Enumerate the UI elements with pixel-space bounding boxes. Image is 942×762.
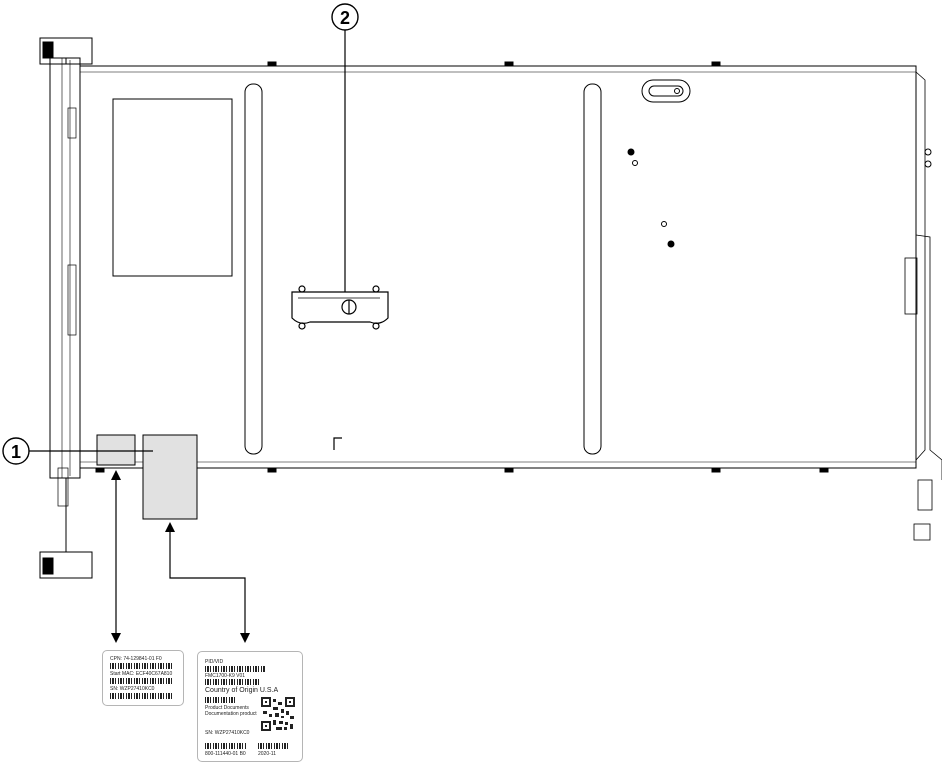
chassis — [39, 37, 942, 579]
pid-vid-text: PID/VID — [205, 659, 224, 665]
label-area-large — [142, 434, 198, 520]
arrowhead-up-large — [165, 522, 175, 532]
qr-code-icon — [261, 697, 295, 731]
cover-handle — [641, 79, 691, 103]
model-text: FMC1700-K9 V01 — [205, 673, 246, 679]
product-label: PID/VID FMC1700-K9 V01 Country of Origin… — [197, 651, 303, 762]
barcode — [205, 666, 265, 672]
front-bezel — [49, 57, 81, 479]
cover-latch-lock — [291, 285, 389, 330]
mac-address-label: CPN: 74-129841-01 F0 Start MAC: ECF40C67… — [102, 650, 184, 706]
country-of-origin-text: Country of Origin U.S.A — [205, 687, 279, 694]
arrowhead-down-large — [240, 633, 250, 643]
serial-number-text: SN: WZP27410KC0 — [205, 730, 250, 736]
mac-text: Start MAC: ECF40C67A810 — [110, 671, 173, 677]
date-text: 2020-11 — [258, 751, 276, 757]
barcode — [110, 678, 174, 684]
chassis-outline — [79, 65, 917, 469]
barcode — [205, 743, 247, 749]
callout-2-number: 2 — [340, 8, 350, 28]
label-area-small — [96, 434, 136, 466]
product-documents-text: Product Documents — [205, 705, 249, 711]
barcode — [258, 743, 288, 749]
serial-text: SN: WZP27410KC0 — [110, 686, 155, 692]
barcode — [110, 663, 174, 669]
callout-2-circle — [331, 3, 359, 31]
callout-1-number: 1 — [11, 442, 21, 462]
barcode — [110, 693, 174, 699]
arrowhead-up-small — [111, 470, 121, 480]
part-number-text: 800-111440-01 B0 — [205, 751, 246, 757]
top-cover-panel — [112, 98, 233, 277]
cpn-text: CPN: 74-129841-01 F0 — [110, 656, 162, 662]
arrow-line-large-label — [169, 530, 246, 633]
arrowhead-down-small — [111, 633, 121, 643]
cover-rib-right — [583, 83, 602, 455]
callout-1-circle — [2, 437, 30, 465]
barcode — [205, 697, 235, 703]
barcode — [205, 679, 261, 685]
documentation-product-text: Documentation product — [205, 711, 257, 717]
cover-rib-left — [244, 83, 263, 455]
